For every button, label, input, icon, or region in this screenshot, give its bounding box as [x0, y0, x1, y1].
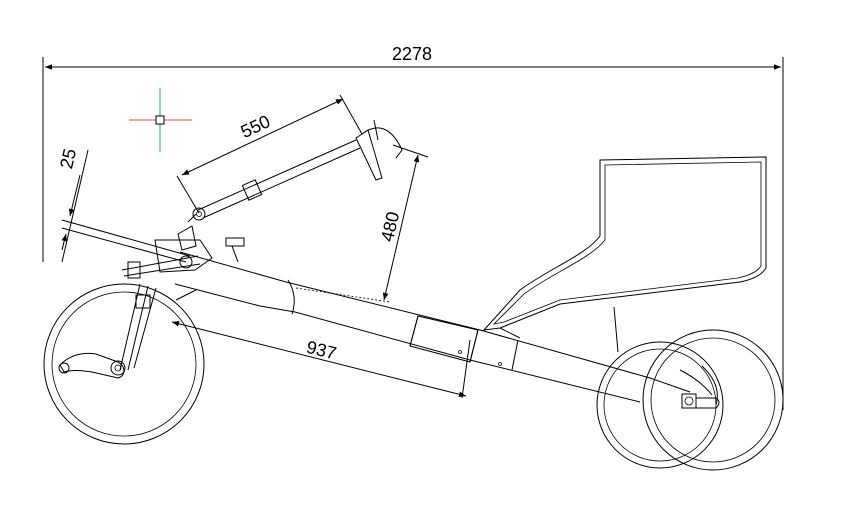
- handlebar-stem: [177, 119, 403, 251]
- frame-length-dimension: 937: [171, 320, 471, 399]
- main-frame: [61, 219, 691, 403]
- seat-height-dimension: 480: [377, 144, 429, 301]
- rear-wheel-far: [596, 341, 724, 469]
- front-wheel: [43, 283, 205, 445]
- offset-dimension: 25: [56, 147, 89, 263]
- seat: [482, 156, 767, 353]
- overall-length-label: 2278: [392, 44, 432, 64]
- rear-wheel-near: [642, 329, 784, 471]
- handlebar-reach-label: 550: [238, 111, 274, 142]
- overall-length-dimension: 2278: [42, 44, 784, 410]
- handlebar-reach-dimension: 550: [176, 94, 363, 214]
- offset-label: 25: [56, 147, 80, 171]
- seat-height-label: 480: [377, 210, 403, 244]
- crosshair-cursor-icon: [129, 88, 192, 152]
- frame-length-label: 937: [304, 337, 338, 364]
